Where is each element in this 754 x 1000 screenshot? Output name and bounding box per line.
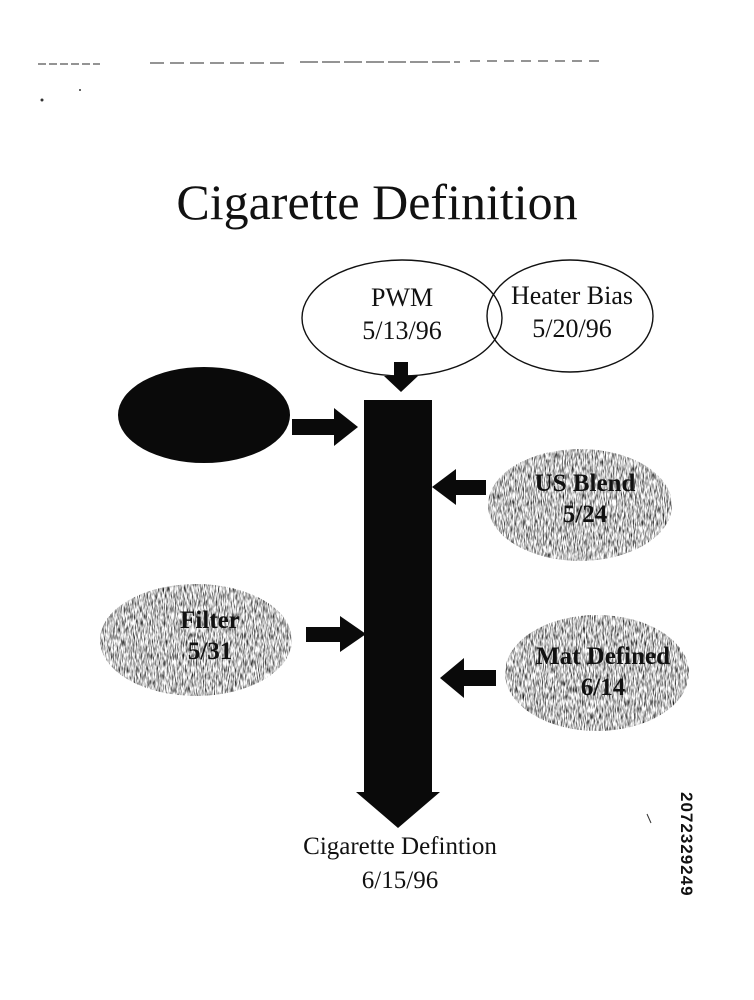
scan-artifacts xyxy=(38,60,600,102)
result-node: Cigarette Defintion 6/15/96 xyxy=(230,830,570,898)
redacted-input-arrow xyxy=(292,408,358,446)
pwm-date: 5/13/96 xyxy=(362,315,442,345)
mat-defined-label: Mat Defined xyxy=(536,643,670,670)
result-label: Cigarette Defintion xyxy=(303,833,497,860)
pwm-node: PWM 5/13/96 xyxy=(322,282,482,347)
mat-defined-ellipse xyxy=(505,615,689,731)
heater-bias-label: Heater Bias xyxy=(510,281,633,310)
filter-date: 5/31 xyxy=(187,638,233,666)
filter-ellipse xyxy=(100,584,292,696)
page-title: Cigarette Definition xyxy=(176,174,578,230)
mat-defined-date: 6/14 xyxy=(580,674,626,702)
us-blend-arrow xyxy=(432,469,486,505)
heater-bias-date: 5/20/96 xyxy=(532,313,612,343)
document-number: 2072329249 xyxy=(672,792,696,902)
us-blend-date: 5/24 xyxy=(562,501,608,529)
redacted-input-ellipse xyxy=(118,367,290,463)
pwm-down-arrow xyxy=(384,362,418,392)
us-blend-label: US Blend xyxy=(534,470,636,497)
result-date: 6/15/96 xyxy=(361,867,439,894)
mat-defined-arrow xyxy=(440,658,496,698)
central-bar xyxy=(364,400,432,792)
central-arrowhead xyxy=(356,792,440,828)
pwm-label: PWM xyxy=(370,283,434,312)
heater-bias-node: Heater Bias 5/20/96 xyxy=(492,280,652,345)
document-number-text: 2072329249 xyxy=(677,792,696,897)
us-blend-ellipse xyxy=(488,449,672,561)
us-blend-node: US Blend 5/24 xyxy=(510,468,660,531)
heater-bias-ellipse xyxy=(486,259,654,373)
filter-label: Filter xyxy=(180,607,240,634)
mat-defined-node: Mat Defined 6/14 xyxy=(510,641,696,704)
filter-arrow xyxy=(306,616,366,652)
filter-node: Filter 5/31 xyxy=(150,605,270,668)
scan-tick xyxy=(646,813,652,824)
